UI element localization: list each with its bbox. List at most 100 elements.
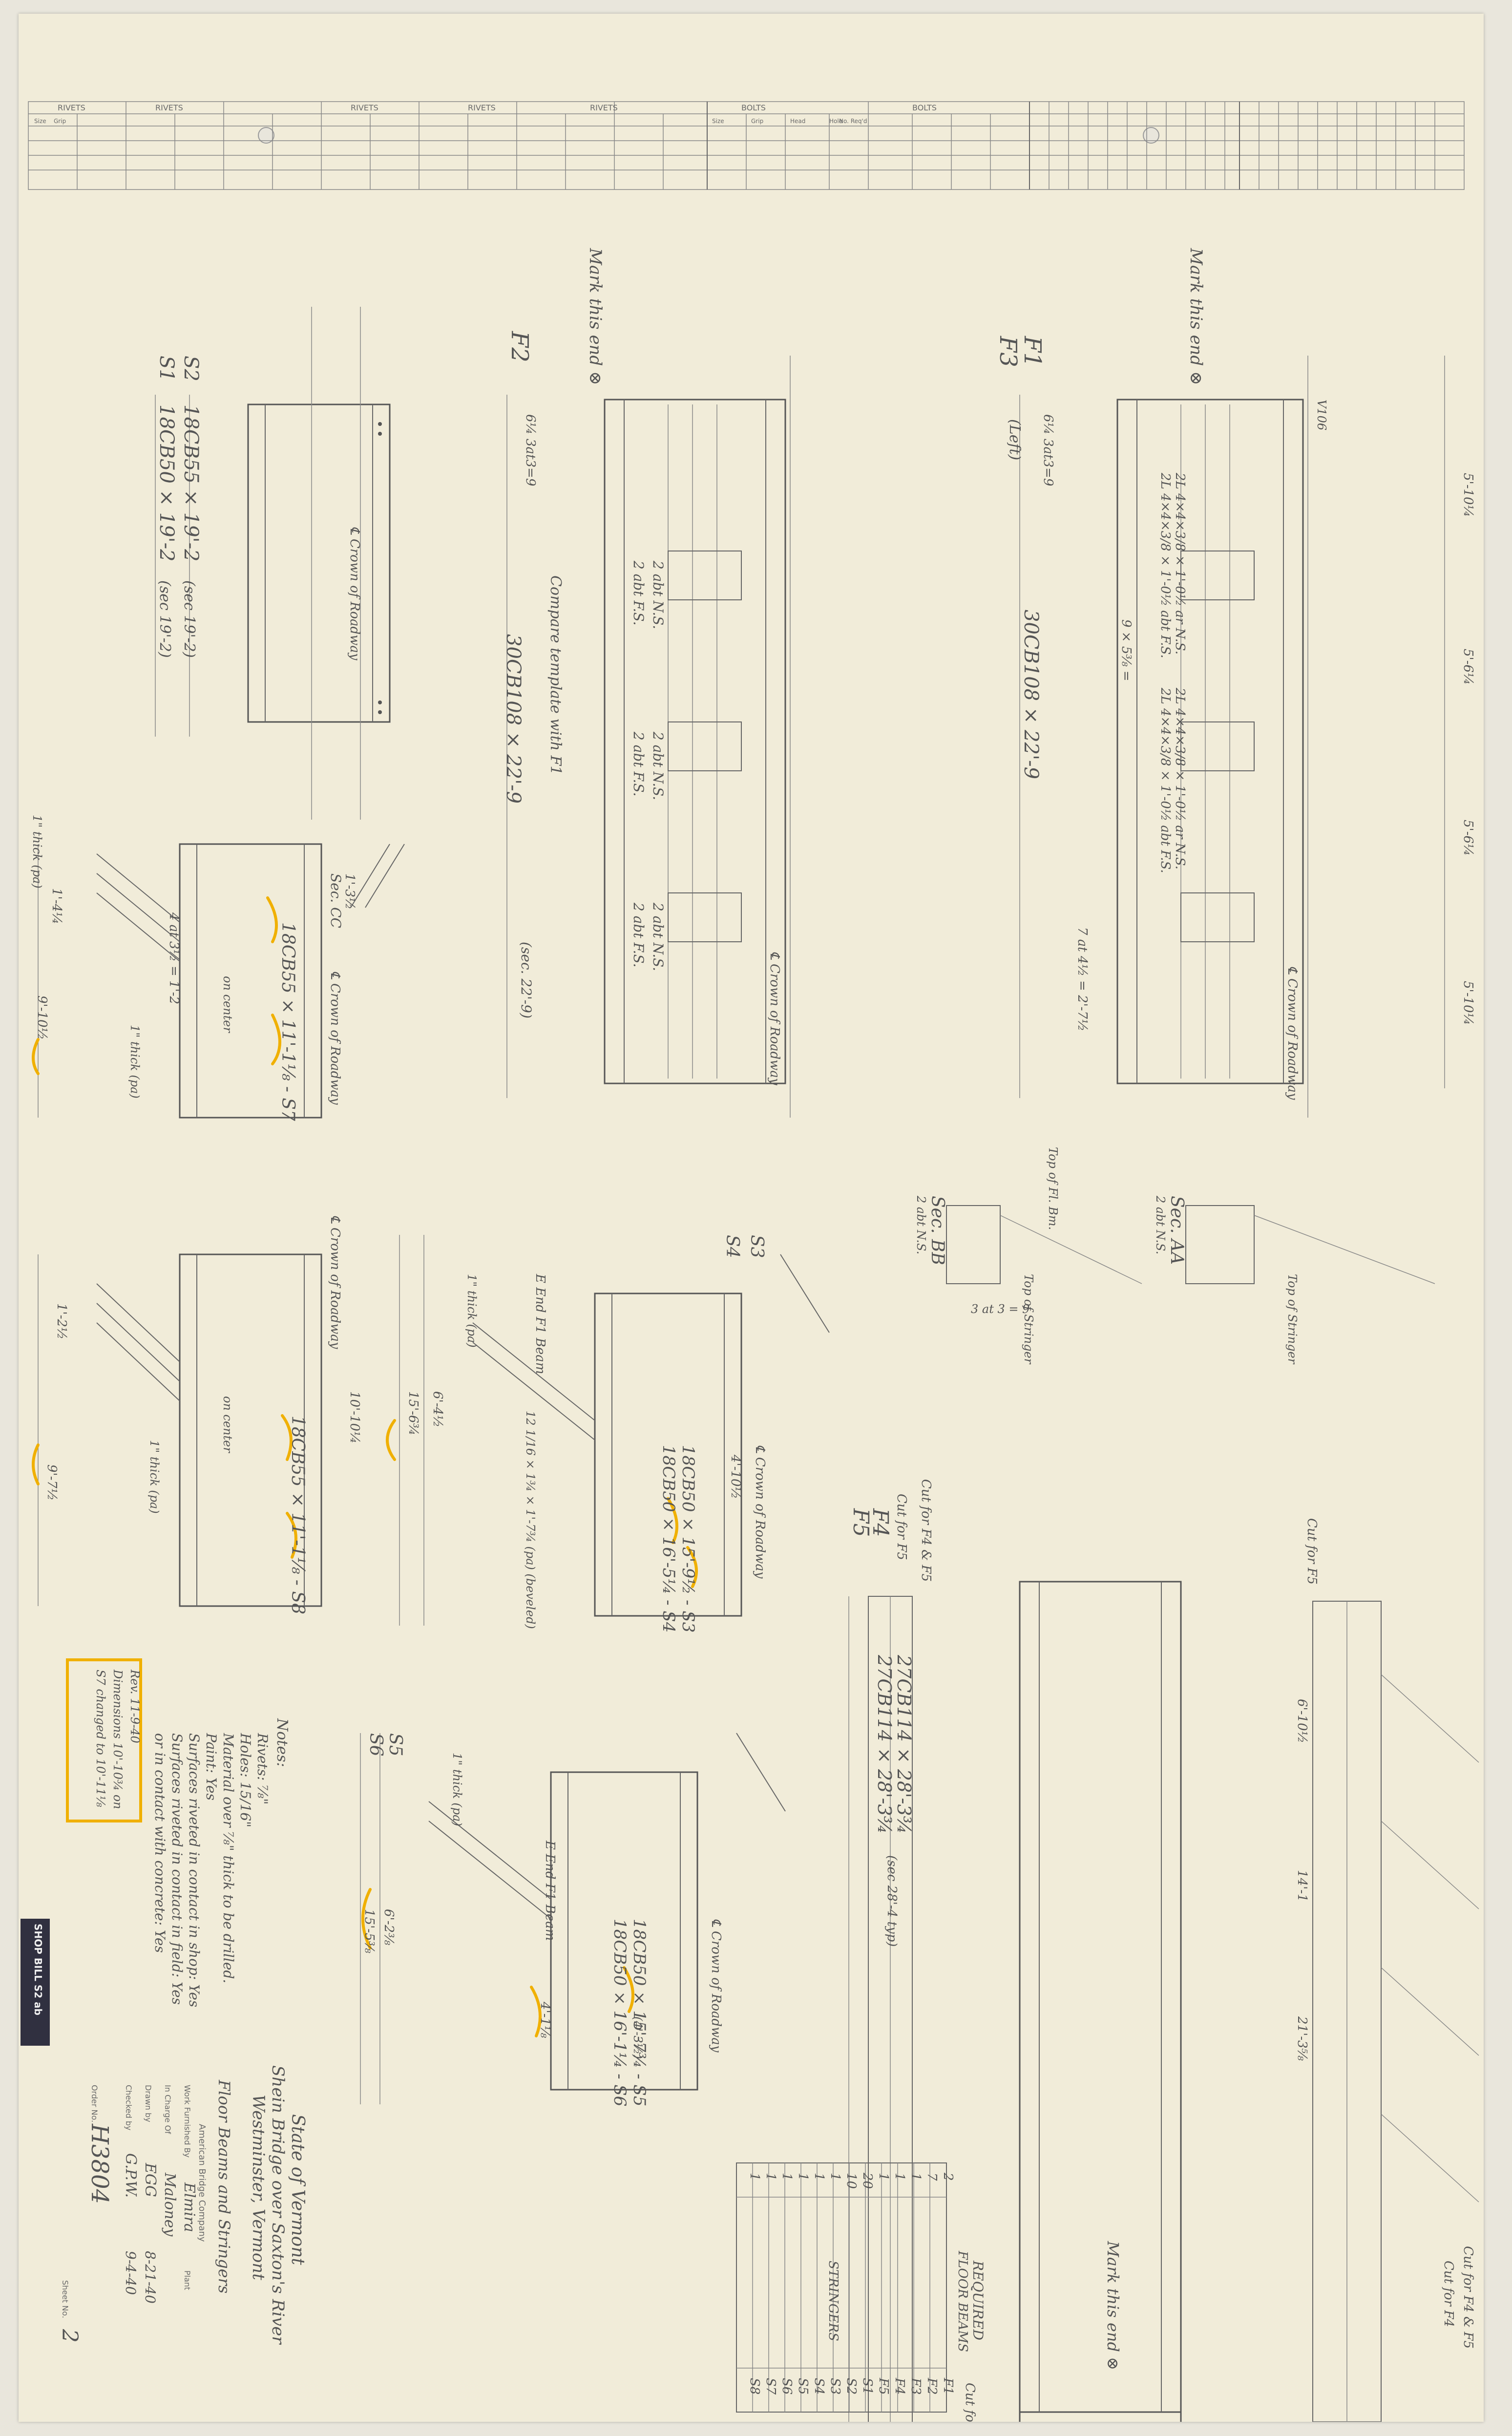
connection-b: 2L 4×4×3/8 × 1'-0½ ar N.S. [1173,472,1187,655]
crown-of-roadway: ℄ Crown of Roadway [767,952,782,1085]
header-rivet-bolt-table: RIVETS RIVETS RIVETS RIVETS RIVETS BOLTS… [28,101,1465,190]
conn-note: 2 abt F.S. [630,731,647,797]
mark-this-end: Mark this end ⊗ [586,248,605,385]
row-mark: S8 [747,2378,762,2394]
revision-line: S7 changed to 10'-11⅛ [94,1670,107,1807]
mark-f3: F3 [994,336,1022,367]
vide: V106 [1315,400,1328,430]
row-qty: 1 [763,2173,778,2181]
row-mark: F5 [876,2377,891,2395]
top-fl-bm: Top of Fl. Bm. [1046,1147,1060,1230]
sec-aa-note: 2 abt N.S. [1154,1195,1167,1254]
cut-f4: Cut for F4 [963,2383,977,2422]
top-stringer: Top of Stringer [1285,1274,1299,1365]
row-qty: 1 [908,2173,923,2181]
revision-block: Rev. 11-9-40 Dimensions 10'-10¾ on S7 ch… [66,1658,142,1822]
mark-s3: S3 [747,1235,767,1258]
row-qty: 1 [796,2173,810,2181]
rivets-heading: RIVETS [468,103,496,112]
end-dim: 6¼ 3at3=9 [523,414,538,486]
order-number: H3804 [86,2123,113,2204]
col-hole: Hole [829,118,842,125]
section-f2: 30CB108 × 22'-9 [502,634,525,804]
col-grip: Grip [751,118,763,125]
dim-3: 1'-4¼ [49,888,64,924]
section-s6: 18CB50 × 16'-1¼ - S6 [610,1919,630,2106]
section-s8: 18CB55 × 11'-1⅛ - S8 [288,1416,308,1614]
rivets-heading: RIVETS [590,103,618,112]
floorbeam-f2-drawing [506,356,791,1118]
row-qty: 7 [924,2173,939,2181]
crown-of-roadway: ℄ Crown of Roadway [1285,966,1300,1100]
mark-this-end: Mark this end ⊗ [1186,248,1206,385]
section-s5: 18CB50 × 15'-7¾ - S5 [630,1919,649,2106]
stringer-s8-drawing [32,1253,322,1607]
row-qty: 2 [941,2172,955,2181]
section-f5: 27CB114 × 28'-3¾ [874,1654,895,1834]
plant-label: Plant [183,2270,192,2290]
on-center: on center [221,976,234,1033]
row-qty: 1 [812,2173,826,2181]
order-label: Order No. [90,2085,99,2122]
floorbeam-f4-f5-drawing [848,1581,1479,2422]
top-stringer: Top of Stringer [1022,1274,1035,1365]
note-line: Holes: 15/16" [237,1733,253,1827]
section-s2: 18CB55 × 19'-2 [180,404,202,562]
location: Westminster, Vermont [249,2095,268,2280]
cut-f4-f5: Cut for F4 & F5 [1461,2246,1475,2349]
required-rows: 2 F1 7 F2 1 F3 1 F4 1 F5 20 S1 10 S2 1 S… [747,2172,955,2395]
crown-of-roadway: ℄ Crown of Roadway [753,1445,767,1579]
row-mark: F4 [892,2377,907,2395]
checked: G.P.W. [122,2153,139,2198]
date-drawn: 8-21-40 [142,2251,158,2304]
sec-aa: Sec. AA [1167,1196,1187,1265]
row-mark: S3 [828,2378,842,2394]
row-mark: S7 [763,2378,778,2395]
dim-2: 14'-1 [1295,1870,1309,1902]
dim-2: 5'-6¼ [1461,649,1475,685]
sec-bb-note: 2 abt N.S. [914,1195,928,1254]
work-furnished-label: Work Furnished By [183,2085,192,2158]
note-s2: (sec 19'-2) [181,580,198,658]
section-s4: 18CB50 × 16'-5¼ - S4 [659,1445,678,1632]
row-qty: 1 [747,2173,762,2181]
required-heading: REQUIRED [970,2260,986,2340]
checked-label: Checked by [124,2085,133,2130]
shop-drawing: RIVETS RIVETS RIVETS RIVETS RIVETS BOLTS… [28,101,1479,2422]
crown-of-roadway: ℄ Crown of Roadway [347,527,362,660]
sheet-label: Sheet No. [61,2280,70,2318]
stringer-s3-s4-drawing [386,1235,830,1626]
dim-2: 9'-10½ [35,996,49,1040]
thick-note: 1" thick (pa) [147,1440,161,1514]
mark-this-end: Mark this end ⊗ [1104,2241,1122,2370]
pitch: 4 at 3½ = 1'-2 [167,912,181,1004]
section-s3: 18CB50 × 15'-9½ - S3 [678,1445,698,1632]
dim-3: 1'-2½ [54,1303,69,1339]
work: Elmira [181,2182,198,2232]
required-table: REQUIRED FLOOR BEAMS STRINGERS [736,2162,986,2413]
dim: 3 at 3 = 9 [971,1302,1029,1316]
rivets-heading: RIVETS [155,103,183,112]
dim-1: 6'-10½ [1295,1699,1309,1743]
dim: 4'-10½ [728,1454,743,1499]
sec-bb: Sec. BB [927,1196,947,1265]
end-f1-beam: E End F1 Beam [533,1273,547,1374]
dim-4: 5'-10¼ [1461,981,1475,1025]
connection-a2: 2L 4×4×3/8 × 1'-0½ abt F.S. [1158,687,1173,873]
subject: Floor Beams and Stringers [215,2079,233,2293]
conn-note: 2 abt F.S. [630,902,647,968]
dim-3: 21'-3⅝ [1295,2016,1309,2061]
section-f4: 27CB114 × 28'-3¾ [893,1654,915,1834]
row-mark: F1 [941,2377,955,2395]
note-s1: (sec 19'-2) [156,580,173,658]
shop-bill-tag: SHOP BILL S2 ab [21,1919,50,2046]
mark-s1: S1 [155,356,178,381]
dim-4: (4'-3½) [631,2016,645,2059]
dim-3: 5'-6¼ [1461,820,1475,856]
thick-note: 1" thick (pa) [450,1753,464,1826]
dim: 1'-3½ [342,873,357,910]
bridge: Shein Bridge over Saxton's River [268,2065,288,2345]
company: American Bridge Company [197,2124,207,2242]
drawing-sheet: RIVETS RIVETS RIVETS RIVETS RIVETS BOLTS… [19,14,1484,2422]
col-head: Head [790,118,805,125]
